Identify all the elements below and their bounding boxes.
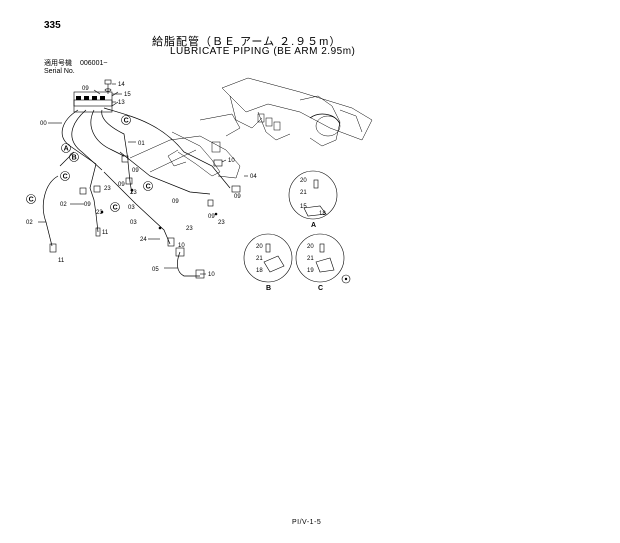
serial-value: 006001~ (80, 60, 108, 67)
circled-mark (341, 274, 351, 284)
part-label: 23 (130, 190, 137, 196)
bolt-and-washer (104, 79, 112, 94)
part-label: 09 (82, 86, 89, 92)
serial-label-jp: 適用号機 (44, 60, 72, 67)
part-label: 10 (228, 158, 235, 164)
part-label: 09 (84, 202, 91, 208)
page-number: 335 (44, 20, 61, 31)
part-label: 05 (152, 267, 159, 273)
part-label: 20 (307, 244, 314, 250)
callout-b-label: B (72, 154, 77, 161)
part-label: 15 (300, 204, 307, 210)
callout-c-3-label: C (146, 183, 151, 190)
callout-c-5-label: C (29, 196, 34, 203)
part-label: 21 (307, 256, 314, 262)
part-label: 09 (172, 199, 179, 205)
detail-label-a: A (311, 222, 316, 229)
part-label: 20 (300, 178, 307, 184)
part-label: 23 (186, 226, 193, 232)
detail-views (243, 170, 345, 283)
part-label: 03 (130, 220, 137, 226)
title-english: LUBRICATE PIPING (BE ARM 2.95m) (170, 46, 356, 57)
part-numbers: 14 15 13 09 00 01 10 04 09 09 23 03 23 0… (26, 82, 326, 292)
callout-a-label: A (64, 145, 69, 152)
page-footer: PI/V-1-5 (292, 519, 322, 526)
grease-manifold (73, 91, 119, 113)
callout-c-1 (121, 115, 131, 125)
detail-label-c: C (318, 285, 323, 292)
part-label: 10 (178, 243, 185, 249)
callout-markers: C A B C C C C (26, 115, 153, 212)
part-label: 02 (26, 220, 33, 226)
part-label: 11 (102, 230, 109, 236)
part-label: 23 (218, 220, 225, 226)
fittings (49, 155, 241, 279)
part-label: 14 (118, 82, 125, 88)
part-label: 23 (104, 186, 111, 192)
part-label: 18 (319, 211, 326, 217)
part-label: 13 (118, 100, 125, 106)
part-label: 19 (307, 268, 314, 274)
part-label: 09 (132, 168, 139, 174)
title-japanese: 給脂配管（ＢＥ アーム ２.９５m） (152, 36, 342, 48)
part-label: 11 (58, 258, 65, 264)
part-label: 03 (128, 205, 135, 211)
callout-c-4-label: C (113, 204, 118, 211)
part-label: 09 (118, 182, 125, 188)
part-label: 02 (60, 202, 67, 208)
serial-label-en: Serial No. (44, 68, 75, 75)
part-label: 10 (208, 272, 215, 278)
callout-c-2-label: C (63, 173, 68, 180)
part-label: 15 (124, 92, 131, 98)
part-label: 09 (208, 214, 215, 220)
leader-lines (38, 83, 248, 275)
detail-label-b: B (266, 285, 271, 292)
part-label: 00 (40, 121, 47, 127)
serial-block: 適用号機 006001~ Serial No. (44, 60, 107, 76)
part-label: 23 (96, 210, 103, 216)
hoses (43, 107, 231, 277)
part-label: 01 (138, 141, 145, 147)
part-label: 09 (234, 194, 241, 200)
part-label: 24 (140, 237, 147, 243)
machine-outline (129, 77, 373, 179)
callout-c-1-label: C (124, 117, 129, 124)
part-label: 04 (250, 174, 257, 180)
part-label: 21 (300, 190, 307, 196)
part-label: 18 (256, 268, 263, 274)
part-label: 21 (256, 256, 263, 262)
part-label: 20 (256, 244, 263, 250)
